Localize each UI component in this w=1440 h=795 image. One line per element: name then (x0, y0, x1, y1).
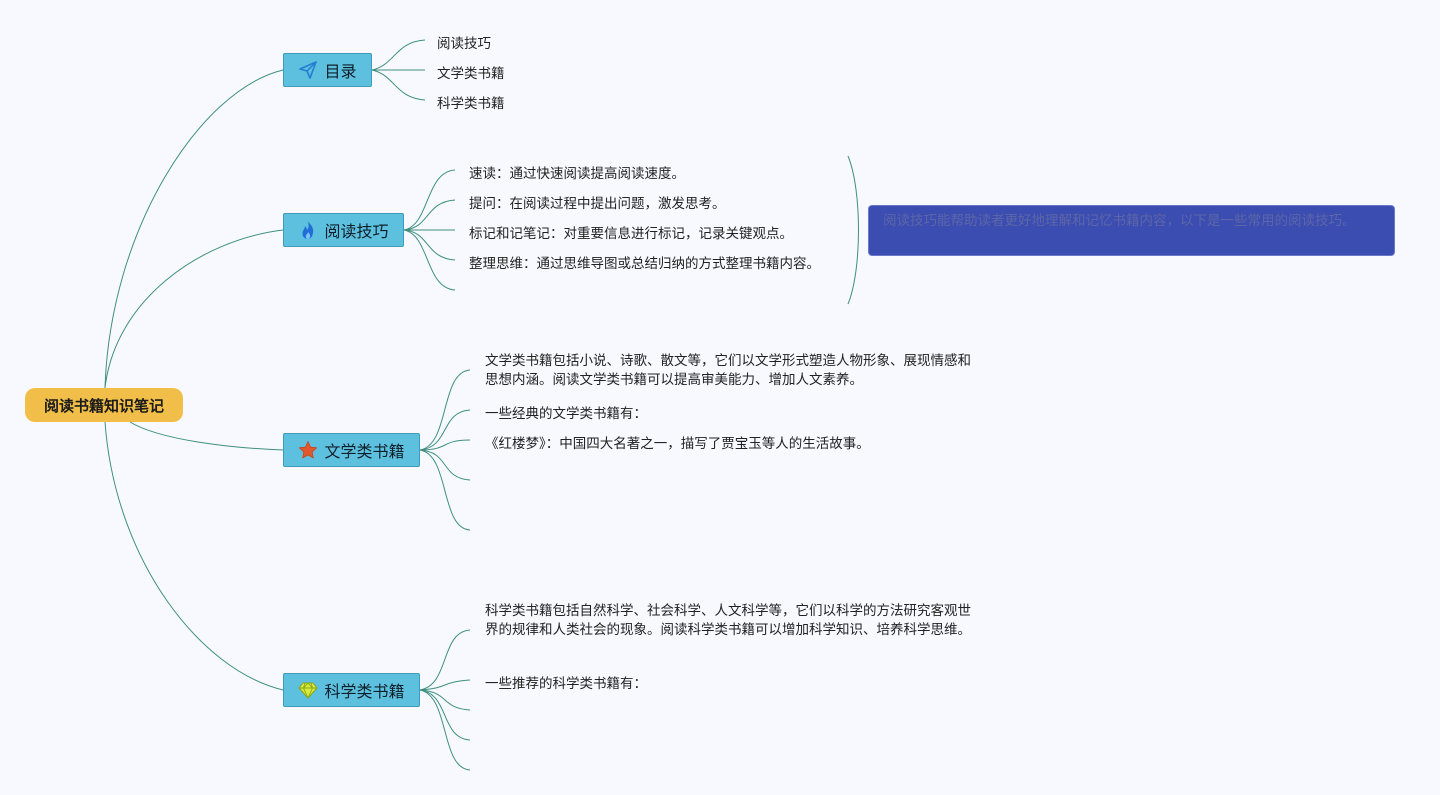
skills-item-2[interactable]: 提问：在阅读过程中提出问题，激发思考。 (469, 196, 726, 212)
edge-skills-1 (403, 169, 456, 231)
literature-item-3[interactable]: 《红楼梦》：中国四大名著之一，描写了贾宝玉等人的生活故事。 (485, 436, 870, 452)
skills-summary[interactable]: 阅读技巧能帮助读者更好地理解和记忆书籍内容，以下是一些常用的阅读技巧。 (868, 205, 1395, 256)
edge-lit-5 (419, 449, 471, 531)
edge-lit-1 (419, 369, 471, 451)
skills-item-4[interactable]: 整理思维：通过思维导图或总结归纳的方式整理书籍内容。 (469, 256, 820, 272)
toc-item-3[interactable]: 科学类书籍 (437, 96, 505, 112)
edge-root-literature (129, 421, 284, 451)
edge-root-science (104, 421, 284, 691)
toc-item-1[interactable]: 阅读技巧 (437, 36, 491, 52)
science-item-1[interactable]: 科学类书籍包括自然科学、社会科学、人文科学等，它们以科学的方法研究客观世界的规律… (485, 603, 971, 638)
edge-skills-5 (403, 229, 456, 291)
branch-science-label: 科学类书籍 (324, 682, 405, 701)
edge-sci-1 (419, 629, 471, 691)
edge-root-skills (104, 229, 284, 389)
branch-toc[interactable]: 目录 (283, 53, 372, 87)
branch-skills-label: 阅读技巧 (324, 222, 389, 241)
flame-icon (298, 220, 318, 240)
branch-toc-label: 目录 (324, 62, 357, 81)
star-icon (298, 440, 318, 460)
branch-literature[interactable]: 文学类书籍 (283, 433, 420, 467)
literature-item-2[interactable]: 一些经典的文学类书籍有： (485, 406, 647, 422)
edge-sci-2 (419, 679, 471, 691)
edge-sci-3 (419, 689, 471, 711)
skills-item-1[interactable]: 速读：通过快速阅读提高阅读速度。 (469, 166, 685, 182)
paper-plane-icon (298, 60, 318, 80)
science-item-2[interactable]: 一些推荐的科学类书籍有： (485, 676, 647, 692)
summary-bracket (847, 155, 859, 305)
toc-item-2[interactable]: 文学类书籍 (437, 66, 505, 82)
edge-lit-2 (419, 409, 471, 451)
edge-skills-4 (403, 229, 456, 261)
branch-literature-label: 文学类书籍 (324, 442, 405, 461)
edge-sci-4 (419, 689, 471, 741)
diamond-icon (298, 680, 318, 700)
edge-skills-2 (403, 199, 456, 231)
skills-summary-text: 阅读技巧能帮助读者更好地理解和记忆书籍内容，以下是一些常用的阅读技巧。 (883, 213, 1356, 229)
branch-science[interactable]: 科学类书籍 (283, 673, 420, 707)
edge-root-toc (104, 69, 284, 389)
root-label: 阅读书籍知识笔记 (43, 396, 164, 415)
edge-lit-4 (419, 449, 471, 481)
edge-lit-3 (419, 439, 471, 451)
literature-item-1[interactable]: 文学类书籍包括小说、诗歌、散文等，它们以文学形式塑造人物形象、展现情感和思想内涵… (485, 353, 971, 388)
branch-skills[interactable]: 阅读技巧 (283, 213, 404, 247)
edge-toc-3 (371, 69, 426, 101)
edge-sci-5 (419, 689, 471, 771)
edge-toc-1 (371, 39, 426, 71)
skills-item-3[interactable]: 标记和记笔记：对重要信息进行标记，记录关键观点。 (469, 226, 793, 242)
root-node[interactable]: 阅读书籍知识笔记 (25, 388, 183, 422)
